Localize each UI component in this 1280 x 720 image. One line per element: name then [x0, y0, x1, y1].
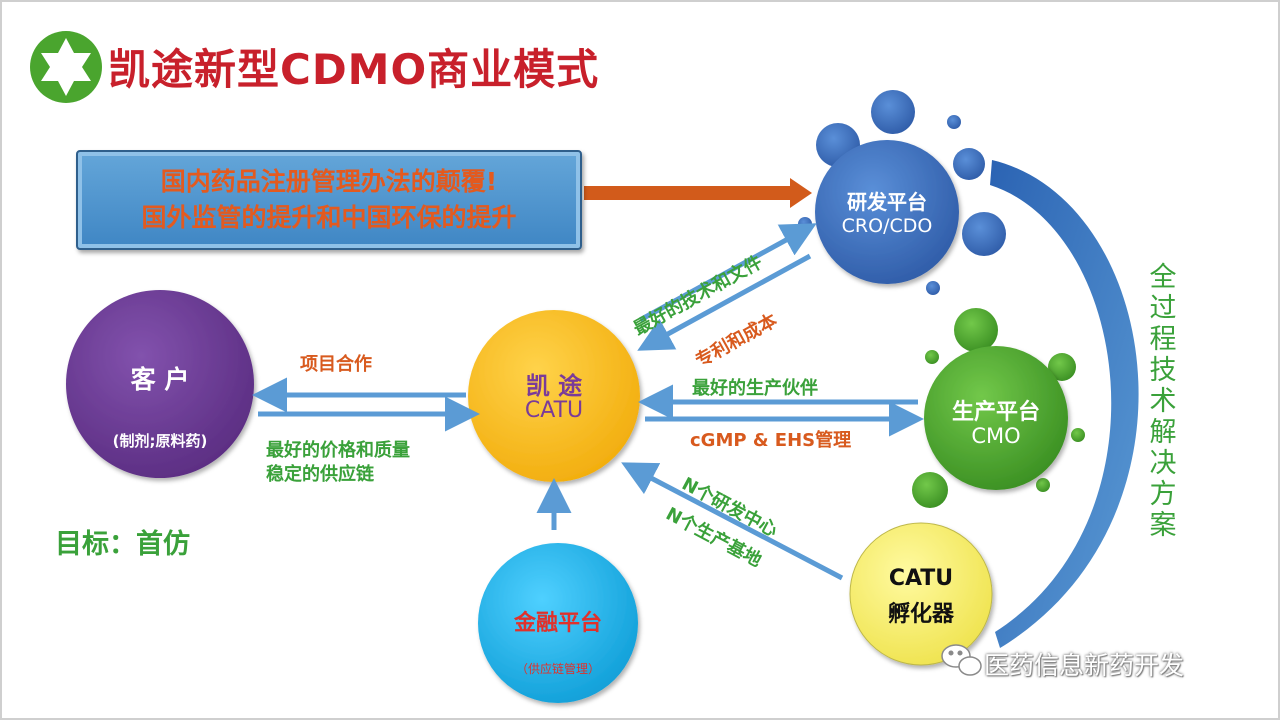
finance-name: 金融平台: [513, 611, 602, 636]
banner-line-1: 国内药品注册管理办法的颠覆!: [160, 167, 498, 196]
incubator-sub: 孵化器: [887, 602, 954, 627]
production-name: 生产平台: [951, 400, 1040, 425]
rd-circle: [815, 140, 959, 284]
production-bubbles: [912, 308, 1085, 508]
arrow-rd-to-catu: [637, 253, 812, 351]
customer-name: 客 户: [130, 365, 190, 394]
label-cgmp: cGMP & EHS管理: [690, 430, 852, 451]
vertical-solution-text: 全过程技术解决方案: [1149, 262, 1177, 541]
watermark-text: 医药信息新药开发: [984, 651, 1185, 680]
goal-text: 目标：首仿: [55, 529, 190, 560]
rd-name: 研发平台: [847, 190, 927, 214]
arrow-incubator-to-catu: [621, 462, 844, 581]
label-stable-supply: 稳定的供应链: [266, 464, 374, 485]
page-title: 凯途新型CDMO商业模式: [108, 45, 600, 94]
incubator-name: CATU: [888, 566, 954, 591]
banner-line-2: 国外监管的提升和中国环保的提升: [141, 203, 517, 232]
incubator-circle: [849, 522, 993, 666]
production-sub: CMO: [971, 424, 1021, 448]
arrow-banner-to-rd: [584, 178, 812, 208]
customer-circle: [66, 290, 254, 478]
catu-name: 凯 途: [525, 372, 583, 400]
catu-circle: [468, 310, 640, 482]
customer-sub: (制剂;原料药): [112, 432, 208, 450]
blue-arrows: [252, 223, 924, 581]
process-arc: [990, 160, 1139, 648]
label-best-price: 最好的价格和质量: [266, 440, 410, 461]
arrow-catu-to-rd: [638, 223, 817, 323]
regulation-banner: 国内药品注册管理办法的颠覆! 国外监管的提升和中国环保的提升: [76, 150, 582, 250]
finance-sub: （供应链管理）: [515, 662, 600, 676]
finance-circle: [478, 543, 638, 703]
label-project-coop: 项目合作: [300, 354, 372, 375]
production-circle: [924, 346, 1068, 490]
catu-sub: CATU: [524, 398, 584, 423]
star-logo-icon: [30, 31, 102, 103]
label-best-partner: 最好的生产伙伴: [692, 378, 818, 399]
rd-sub: CRO/CDO: [841, 215, 933, 237]
wechat-icon: [941, 644, 982, 676]
